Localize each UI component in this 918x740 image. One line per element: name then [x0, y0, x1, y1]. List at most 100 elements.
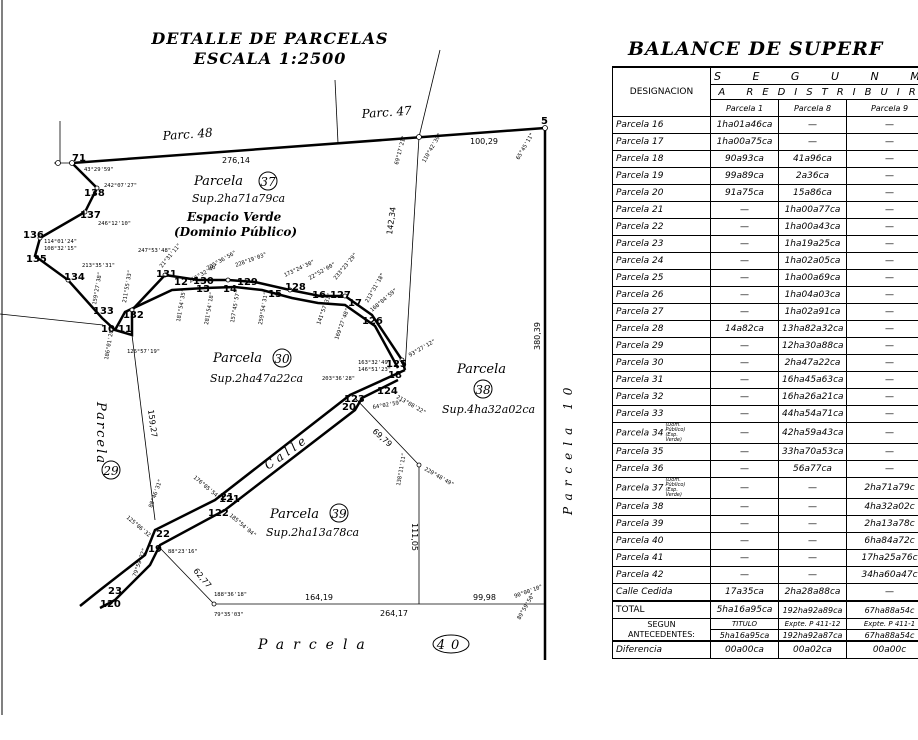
row-name: Parcela 35 [616, 447, 664, 457]
parcela38-label: Parcela [456, 362, 506, 377]
row-name: Parcela 23 [616, 239, 664, 249]
balance-row: Parcela 31—16ha45a63ca— [612, 371, 918, 389]
row-value: 1ha19a25ca [778, 235, 847, 253]
row-value: — [710, 354, 779, 372]
balance-row: Parcela 42——34ha60a47c [612, 566, 918, 584]
row-name: Parcela 36 [616, 464, 664, 474]
parcela29-circle [101, 460, 121, 480]
row-value: 1ha00a69ca [778, 269, 847, 287]
svg-text:100,29: 100,29 [470, 137, 498, 146]
row-designacion: Parcela 36 [612, 460, 711, 478]
row-name: Calle Cedida [616, 587, 673, 597]
svg-text:127: 127 [330, 290, 351, 301]
svg-text:142,34: 142,34 [385, 206, 398, 235]
diferencia-parcela-9: 00a00c [845, 640, 918, 659]
diferencia-parcela-8: 00a02ca [778, 640, 847, 659]
svg-text:259°54'31": 259°54'31" [258, 292, 270, 326]
svg-text:12: 12 [174, 277, 188, 288]
svg-text:99,98: 99,98 [473, 593, 496, 602]
row-value: 2ha13a78c [845, 515, 918, 533]
parcela30-circle [272, 348, 292, 368]
row-name: Parcela 27 [616, 307, 664, 317]
row-designacion: Parcela 32 [612, 388, 711, 406]
row-designacion: Parcela 37(Dom. Público) (Esp. Verde) [612, 477, 711, 499]
dominio-publico-label: (Dominio Público) [174, 225, 297, 239]
balance-row: Parcela 38——4ha32a02c [612, 498, 918, 516]
row-designacion: Parcela 21 [612, 201, 711, 219]
svg-text:69,79: 69,79 [371, 427, 394, 449]
total-parcela-1: 5ha16a95ca [710, 600, 779, 619]
svg-text:13: 13 [196, 284, 210, 295]
parcela38-number: 38 [475, 383, 491, 397]
row-designacion: Parcela 29 [612, 337, 711, 355]
row-designacion: Parcela 42 [612, 566, 711, 584]
segun-top-parcela-1: TITULO [710, 618, 779, 630]
row-value: — [845, 286, 918, 304]
row-value: — [778, 477, 847, 499]
row-value: 1ha01a46ca [710, 116, 779, 134]
balance-row: Parcela 34(Dom. Público) (Esp. Verde)—42… [612, 422, 918, 444]
row-name: Parcela 41 [616, 553, 664, 563]
row-value: — [845, 269, 918, 287]
row-name: Parcela 39 [616, 519, 664, 529]
svg-text:5: 5 [541, 116, 548, 127]
svg-text:121: 121 [219, 494, 240, 505]
svg-text:176°05'54": 176°05'54" [192, 475, 221, 501]
row-value: 12ha30a88ca [778, 337, 847, 355]
row-value: 1ha00a75ca [710, 133, 779, 151]
row-name: Parcela 26 [616, 290, 664, 300]
row-value: — [778, 532, 847, 550]
row-value: — [845, 371, 918, 389]
row-value: 13ha82a32ca [778, 320, 847, 338]
row-name: Parcela 24 [616, 256, 664, 266]
row-value: — [710, 303, 779, 321]
svg-text:62,77: 62,77 [191, 567, 213, 590]
svg-text:246°12'10": 246°12'10" [98, 221, 131, 227]
total-parcela-8: 192ha92a89ca [778, 600, 847, 619]
balance-table-wrapper: DESIGNACION S E G U N M E N S A REDISTRI… [612, 66, 918, 659]
svg-text:43°29'59": 43°29'59" [84, 167, 114, 173]
row-value: — [710, 337, 779, 355]
svg-text:247°53'48": 247°53'48" [138, 248, 171, 254]
row-value: — [710, 269, 779, 287]
diferencia-parcela-1: 00a00ca [710, 640, 779, 659]
balance-row: Parcela 39——2ha13a78c [612, 515, 918, 533]
row-value: — [778, 566, 847, 584]
row-designacion: Parcela 40 [612, 532, 711, 550]
row-value: 56a77ca [778, 460, 847, 478]
calle-border-north [79, 368, 406, 607]
parcela37-label: Parcela [193, 174, 243, 189]
row-value: 17a35ca [710, 583, 779, 602]
svg-text:242°07'27": 242°07'27" [104, 183, 137, 189]
row-value: 90a93ca [710, 150, 779, 168]
row-name: Parcela 22 [616, 222, 664, 232]
row-value: — [845, 218, 918, 236]
parcela29-label: Parcela [93, 401, 108, 465]
row-name: Parcela 34 [616, 428, 664, 439]
row-designacion: Parcela 34(Dom. Público) (Esp. Verde) [612, 422, 711, 444]
row-value: — [845, 388, 918, 406]
col-header-parcela-8: Parcela 8 [778, 99, 847, 117]
svg-text:126°57'19": 126°57'19" [127, 349, 160, 355]
row-designacion: Parcela 18 [612, 150, 711, 168]
row-value: 16ha26a21ca [778, 388, 847, 406]
svg-text:88°23'16": 88°23'16" [168, 549, 198, 555]
row-value: — [710, 443, 779, 461]
balance-row: Parcela 23—1ha19a25ca— [612, 235, 918, 253]
svg-text:125°06'32": 125°06'32" [125, 515, 154, 541]
a-redistribuir-header: A REDISTRIBUIR [709, 84, 918, 100]
row-name: Parcela 40 [616, 536, 664, 546]
svg-text:131: 131 [156, 269, 177, 280]
svg-text:163°32'49": 163°32'49" [358, 360, 391, 366]
row-value: — [845, 303, 918, 321]
col-header-parcela-9: Parcela 9 [845, 99, 918, 117]
svg-text:281°54'18": 281°54'18" [204, 292, 216, 326]
row-value: — [845, 354, 918, 372]
parcela39-number: 39 [331, 507, 347, 521]
svg-text:125: 125 [386, 359, 407, 370]
row-value: 15a86ca [778, 184, 847, 202]
row-designacion: Parcela 33 [612, 405, 711, 423]
